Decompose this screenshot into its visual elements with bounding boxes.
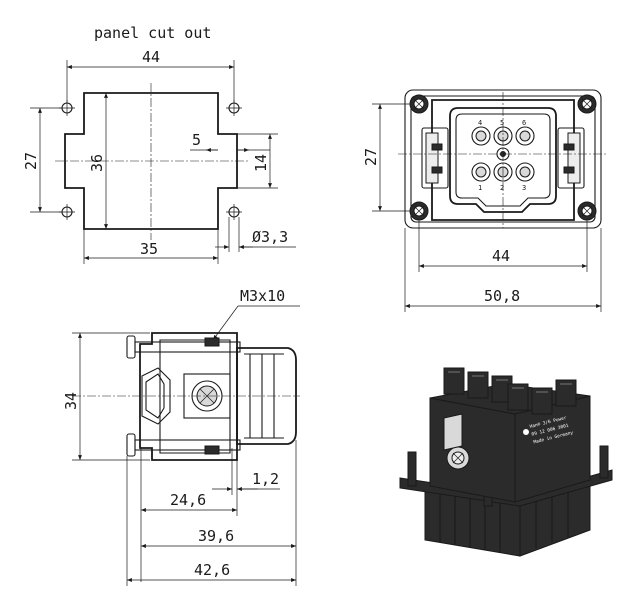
render-contacts-front: [507, 379, 577, 415]
dim-hole-label: Ø3,3: [252, 228, 288, 246]
dim-offset-label: 5: [192, 131, 201, 149]
latch-left: [421, 127, 449, 189]
pin-label-6: 6: [522, 119, 526, 127]
dim-side-depth-a-label: 24,6: [170, 491, 206, 509]
side-insert: [236, 347, 297, 445]
dim-front-hole-spacing-label: 44: [492, 247, 510, 265]
front-screws: [409, 94, 597, 221]
dim-hole-spacing-label: 27: [22, 152, 40, 170]
dim-bottom-label: 35: [140, 240, 158, 258]
screw-callout: M3x10: [240, 287, 285, 305]
pin-1: [471, 162, 491, 182]
pin-label-3: 3: [522, 184, 526, 192]
render-stud: [407, 451, 417, 487]
dim-slot-label: 14: [252, 154, 270, 172]
render-latch: [443, 413, 463, 451]
side-view: M3x10 34 1,2: [62, 287, 300, 586]
pin-label-2: 2: [500, 184, 504, 192]
dim-front-height-label: 27: [362, 148, 380, 166]
side-latch: [141, 367, 171, 425]
pin-label-5: 5: [500, 119, 504, 127]
product-render: Han® 3/6 Power 09 12 006 3001 Made in Ge…: [399, 367, 613, 557]
pin-4: [471, 126, 491, 146]
pin-6: [515, 126, 535, 146]
render-stud: [599, 445, 609, 479]
side-screw-bottom: [126, 433, 136, 457]
front-view: 4 5 6 1 2 3 27 44 50,8: [362, 89, 608, 312]
panel-cutout-view: panel cut out 44 27 36 5: [22, 24, 296, 264]
pin-label-1: 1: [478, 184, 482, 192]
pin-label-4: 4: [478, 119, 482, 127]
dim-flange-label: 1,2: [252, 470, 279, 488]
render-contacts-rear: [443, 367, 513, 403]
pin-3: [515, 162, 535, 182]
dim-inner-height-label: 36: [88, 154, 106, 172]
render-housing-front: [429, 397, 516, 503]
mounting-holes: [59, 100, 242, 220]
latch-right: [557, 127, 585, 189]
render-logo-icon: [523, 429, 529, 435]
dim-side-depth-b-label: 39,6: [198, 527, 234, 545]
dim-front-width-label: 50,8: [484, 287, 520, 305]
side-screw-top: [126, 335, 136, 359]
contact-insert: [449, 107, 557, 213]
dim-width-label: 44: [142, 48, 160, 66]
pins: 4 5 6 1 2 3: [471, 119, 535, 192]
panel-cutout-title: panel cut out: [94, 24, 211, 42]
dim-side-height-label: 34: [62, 392, 80, 410]
dim-side-depth-c-label: 42,6: [194, 561, 230, 579]
